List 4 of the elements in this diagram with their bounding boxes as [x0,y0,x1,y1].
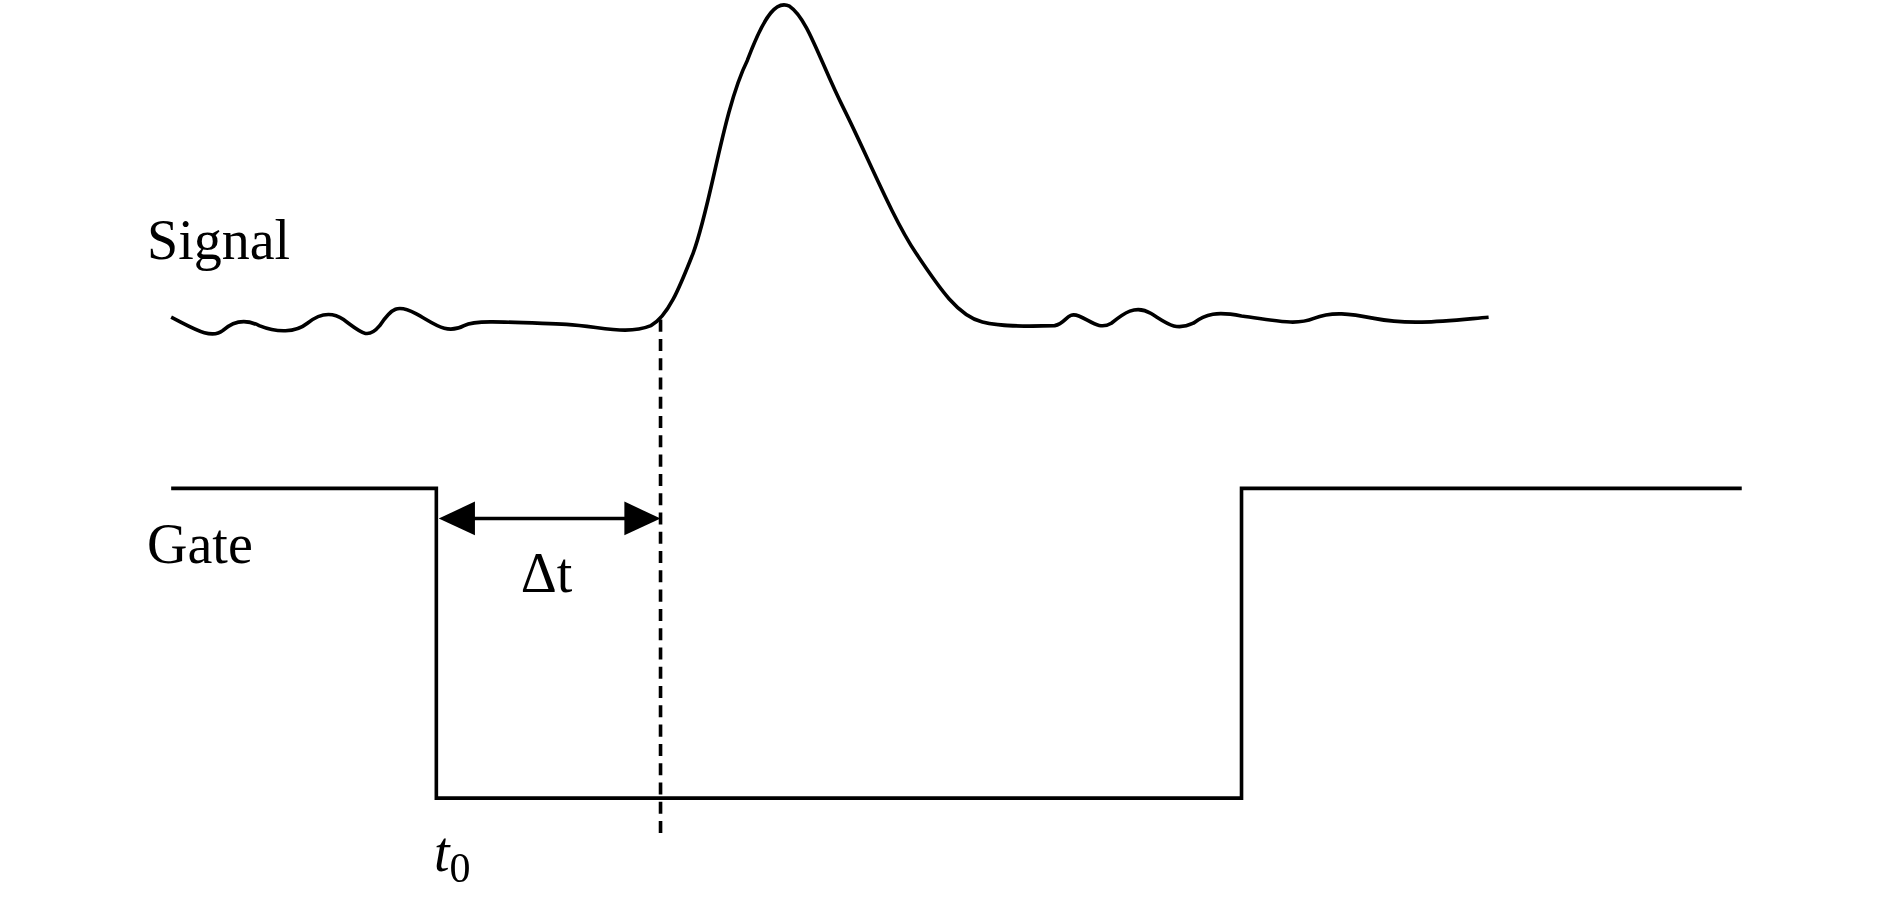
t0-label: t$_{0}$ [433,824,471,881]
gate-label: Gate [147,515,253,572]
signal-label: Signal [147,212,291,269]
delta-t-label: Δt [520,544,573,601]
